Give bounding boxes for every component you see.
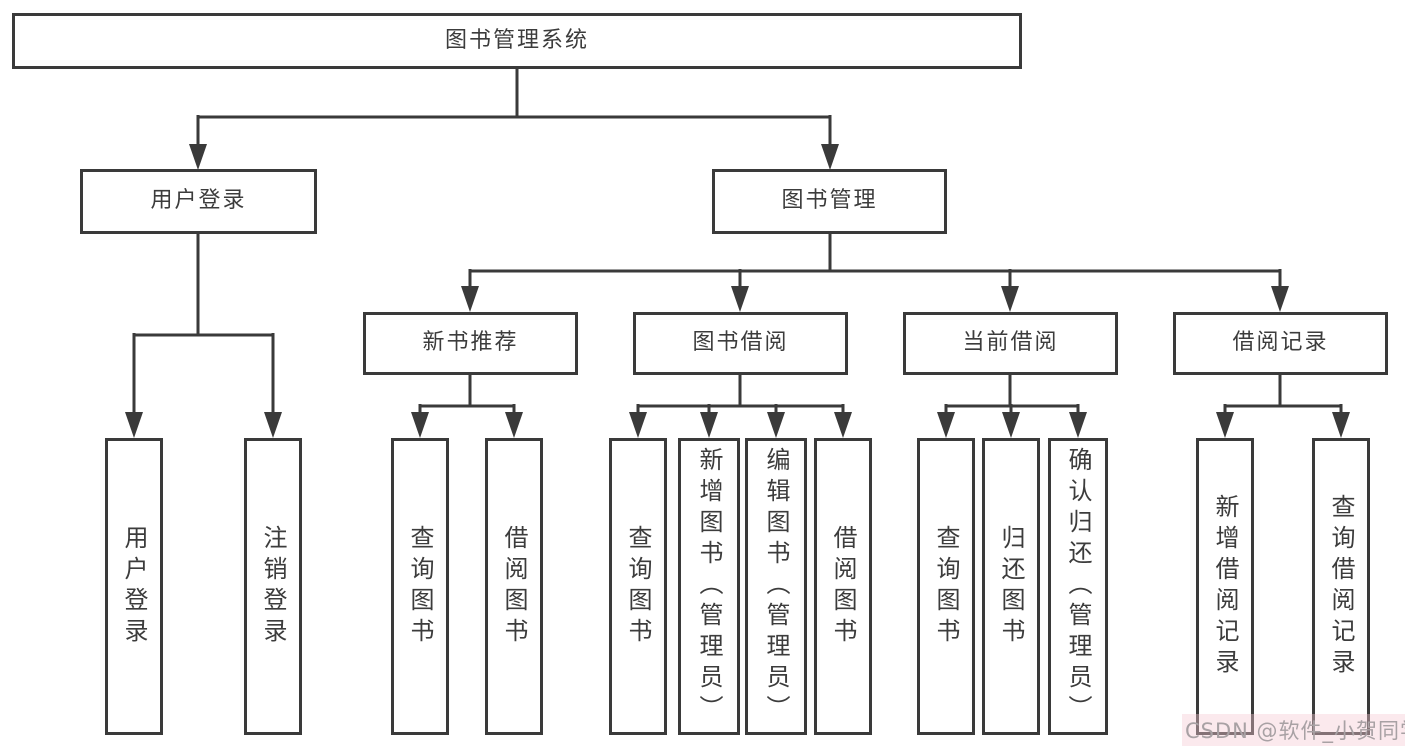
leaf-edit-book-admin: 编辑图书（管理员） bbox=[745, 438, 807, 735]
leaf-label: 查询借阅记录 bbox=[1327, 493, 1355, 680]
arrowhead bbox=[629, 412, 647, 438]
arrowhead bbox=[1332, 412, 1350, 438]
leaf-query-books-borrow: 查询图书 bbox=[609, 438, 667, 735]
connector-user-login bbox=[132, 234, 275, 416]
leaf-add-borrow-record: 新增借阅记录 bbox=[1196, 438, 1254, 735]
node-root: 图书管理系统 bbox=[12, 13, 1022, 69]
node-book-borrow: 图书借阅 bbox=[633, 312, 848, 375]
leaf-label: 确认归还（管理员） bbox=[1064, 447, 1092, 726]
leaf-query-books-current: 查询图书 bbox=[917, 438, 975, 735]
connector-root bbox=[196, 69, 832, 150]
arrowhead bbox=[821, 144, 839, 170]
arrowhead bbox=[505, 412, 523, 438]
leaf-label: 新增借阅记录 bbox=[1211, 493, 1239, 680]
arrowhead bbox=[767, 412, 785, 438]
node-current-borrow: 当前借阅 bbox=[903, 312, 1118, 375]
arrowhead bbox=[461, 286, 479, 312]
leaf-logout: 注销登录 bbox=[244, 438, 302, 735]
arrowhead bbox=[1001, 286, 1019, 312]
arrowhead bbox=[700, 412, 718, 438]
node-new-book-recommend: 新书推荐 bbox=[363, 312, 578, 375]
node-user-login: 用户登录 bbox=[80, 169, 317, 234]
arrowhead bbox=[731, 286, 749, 312]
arrowhead bbox=[411, 412, 429, 438]
node-borrow-records: 借阅记录 bbox=[1173, 312, 1388, 375]
connector-book-borrow bbox=[636, 375, 845, 416]
leaf-label: 注销登录 bbox=[259, 524, 287, 649]
leaf-label: 借阅图书 bbox=[829, 524, 857, 649]
leaf-label: 编辑图书（管理员） bbox=[762, 447, 790, 726]
leaf-return-book: 归还图书 bbox=[982, 438, 1040, 735]
connector-new-book-recommend bbox=[418, 375, 516, 416]
leaf-borrow-books-recommend: 借阅图书 bbox=[485, 438, 543, 735]
leaf-query-borrow-record: 查询借阅记录 bbox=[1312, 438, 1370, 735]
arrowhead bbox=[1069, 412, 1087, 438]
leaf-query-books-recommend: 查询图书 bbox=[391, 438, 449, 735]
leaf-label: 查询图书 bbox=[932, 524, 960, 649]
connector-book-management bbox=[468, 234, 1282, 291]
leaf-label: 借阅图书 bbox=[500, 524, 528, 649]
connector-current-borrow bbox=[944, 375, 1080, 416]
leaf-label: 用户登录 bbox=[120, 524, 148, 649]
arrowhead bbox=[937, 412, 955, 438]
csdn-watermark: CSDN @软件_小贺同学 bbox=[1182, 714, 1405, 746]
leaf-label: 查询图书 bbox=[406, 524, 434, 649]
leaf-label: 查询图书 bbox=[624, 524, 652, 649]
arrowhead bbox=[1271, 286, 1289, 312]
arrowhead bbox=[1002, 412, 1020, 438]
arrowhead bbox=[189, 144, 207, 170]
arrowhead bbox=[834, 412, 852, 438]
leaf-add-book-admin: 新增图书（管理员） bbox=[678, 438, 740, 735]
leaf-user-login: 用户登录 bbox=[105, 438, 163, 735]
leaf-confirm-return-admin: 确认归还（管理员） bbox=[1048, 438, 1108, 735]
leaf-label: 新增图书（管理员） bbox=[695, 447, 723, 726]
connector-borrow-records bbox=[1223, 375, 1343, 416]
node-book-management: 图书管理 bbox=[712, 169, 947, 234]
arrowhead bbox=[1216, 412, 1234, 438]
leaf-borrow-books: 借阅图书 bbox=[814, 438, 872, 735]
arrowhead bbox=[125, 412, 143, 438]
leaf-label: 归还图书 bbox=[997, 524, 1025, 649]
arrowhead bbox=[264, 412, 282, 438]
